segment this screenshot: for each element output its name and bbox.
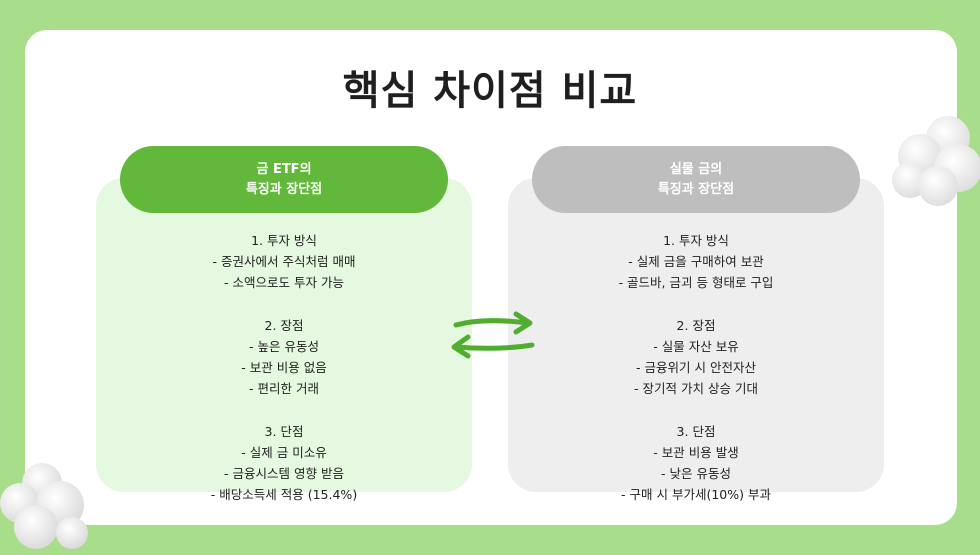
- physical-gold-details: 1. 투자 방식 - 실제 금을 구매하여 보관 - 골드바, 금괴 등 형태로…: [508, 230, 884, 527]
- section-heading: 3. 단점: [676, 424, 716, 439]
- physical-section-cons: 3. 단점 - 보관 비용 발생 - 낮은 유동성 - 구매 시 부가세(10%…: [508, 421, 884, 505]
- cloud-icon: [892, 116, 980, 206]
- physical-section-pros: 2. 장점 - 실물 자산 보유 - 금융위기 시 안전자산 - 장기적 가치 …: [508, 315, 884, 399]
- section-heading: 2. 장점: [264, 318, 304, 333]
- list-item: - 배당소득세 적용 (15.4%): [210, 487, 358, 502]
- physical-gold-panel: [508, 178, 884, 492]
- section-heading: 3. 단점: [264, 424, 304, 439]
- etf-header-line2: 특징과 장단점: [245, 181, 323, 197]
- list-item: - 실제 금 미소유: [241, 445, 327, 460]
- list-item: - 증권사에서 주식처럼 매매: [212, 254, 356, 269]
- list-item: - 편리한 거래: [249, 381, 319, 396]
- etf-section-pros: 2. 장점 - 높은 유동성 - 보관 비용 없음 - 편리한 거래: [96, 315, 472, 399]
- section-heading: 1. 투자 방식: [251, 233, 317, 248]
- list-item: - 장기적 가치 상승 기대: [634, 381, 758, 396]
- list-item: - 실제 금을 구매하여 보관: [628, 254, 764, 269]
- section-heading: 2. 장점: [676, 318, 716, 333]
- physical-header-line1: 실물 금의: [669, 161, 723, 177]
- list-item: - 실물 자산 보유: [653, 339, 739, 354]
- list-item: - 골드바, 금괴 등 형태로 구입: [618, 275, 774, 290]
- list-item: - 보관 비용 발생: [653, 445, 739, 460]
- cloud-icon: [0, 463, 88, 549]
- section-heading: 1. 투자 방식: [663, 233, 729, 248]
- list-item: - 금융위기 시 안전자산: [636, 360, 756, 375]
- etf-section-cons: 3. 단점 - 실제 금 미소유 - 금융시스템 영향 받음 - 배당소득세 적…: [96, 421, 472, 505]
- physical-gold-header: 실물 금의 특징과 장단점: [532, 146, 860, 213]
- list-item: - 소액으로도 투자 가능: [224, 275, 344, 290]
- list-item: - 구매 시 부가세(10%) 부과: [621, 487, 771, 502]
- list-item: - 낮은 유동성: [661, 466, 731, 481]
- physical-section-method: 1. 투자 방식 - 실제 금을 구매하여 보관 - 골드바, 금괴 등 형태로…: [508, 230, 884, 293]
- list-item: - 보관 비용 없음: [241, 360, 327, 375]
- etf-header-line1: 금 ETF의: [256, 161, 312, 177]
- etf-header: 금 ETF의 특징과 장단점: [120, 146, 448, 213]
- etf-details: 1. 투자 방식 - 증권사에서 주식처럼 매매 - 소액으로도 투자 가능 2…: [96, 230, 472, 527]
- physical-header-line2: 특징과 장단점: [657, 181, 735, 197]
- etf-section-method: 1. 투자 방식 - 증권사에서 주식처럼 매매 - 소액으로도 투자 가능: [96, 230, 472, 293]
- page-title: 핵심 차이점 비교: [342, 68, 638, 114]
- etf-panel: [96, 178, 472, 492]
- exchange-arrows-icon: [451, 311, 535, 359]
- list-item: - 금융시스템 영향 받음: [224, 466, 344, 481]
- list-item: - 높은 유동성: [249, 339, 319, 354]
